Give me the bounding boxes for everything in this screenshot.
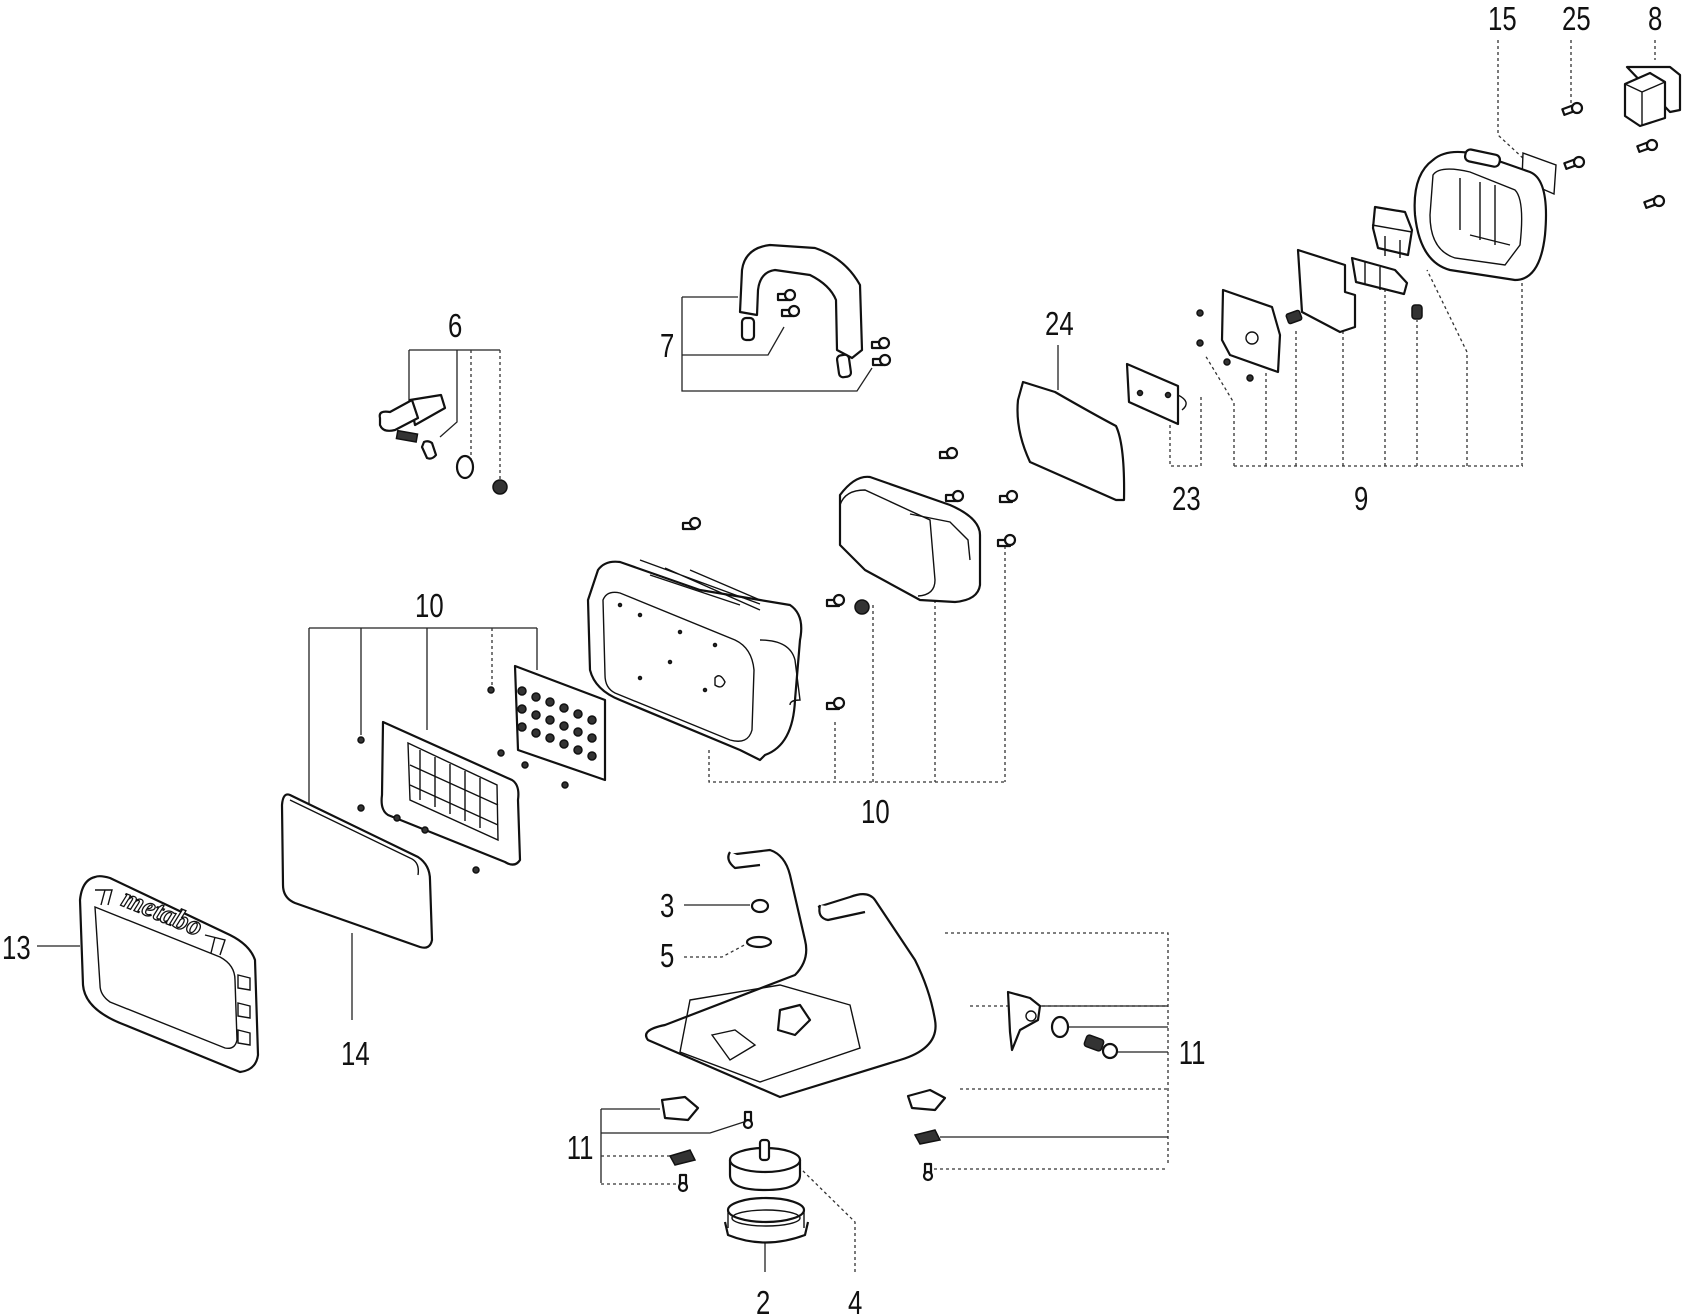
nut-icon: [854, 599, 870, 615]
label-14: 14: [341, 1036, 370, 1073]
stand-frame: [644, 848, 937, 1099]
label-25: 25: [1562, 1, 1591, 38]
screw-icon: [870, 336, 891, 350]
screw-icon-left-bottom: [677, 1173, 689, 1193]
leader-10-bottom: [708, 540, 1006, 783]
screw-icon: [871, 353, 892, 367]
screws-small: [1196, 309, 1254, 382]
contact-plate: [1220, 288, 1282, 374]
label-4: 4: [848, 1285, 862, 1316]
screw-icon: [1636, 138, 1659, 153]
bolt-11: [1083, 1034, 1119, 1060]
screw-icon: [996, 533, 1017, 548]
nut-3: [750, 898, 770, 914]
led-array: [517, 686, 597, 761]
label-5: 5: [660, 938, 674, 975]
label-9: 9: [1354, 481, 1368, 518]
screw-icon: [1561, 101, 1584, 116]
leader-6-dot: [470, 350, 501, 480]
foot-pad-left: [660, 1095, 700, 1122]
label-6: 6: [448, 308, 462, 345]
label-10-bottom: 10: [861, 794, 890, 831]
lens-cover: [280, 793, 434, 949]
screws-top-right: [1561, 101, 1666, 209]
leader-6: [408, 349, 500, 438]
led-board: [513, 664, 607, 782]
label-8: 8: [1648, 1, 1662, 38]
leader-11-left-dot: [601, 1155, 680, 1185]
switch: [1350, 256, 1409, 296]
switch-bracket: [1371, 205, 1414, 258]
label-23: 23: [1172, 481, 1201, 518]
leader-4: [799, 1167, 856, 1272]
label-11-left: 11: [567, 1130, 594, 1167]
washer-6: [455, 454, 475, 480]
screw-icon: [998, 489, 1019, 504]
front-bezel: metabo: [78, 875, 260, 1074]
label-15: 15: [1488, 1, 1517, 38]
label-11-right: 11: [1179, 1035, 1206, 1072]
screw-icon: [938, 446, 959, 460]
leader-23: [1169, 394, 1202, 467]
base-ring: [723, 1196, 810, 1244]
leader-11-right: [940, 1005, 1168, 1138]
screw-icon: [825, 696, 846, 711]
washer-5: [745, 935, 773, 949]
foot-pad-right: [906, 1088, 947, 1112]
leader-11-right-dot: [928, 932, 1169, 1170]
screw-icon: [780, 304, 801, 318]
label-7: 7: [660, 328, 674, 365]
label-10-top: 10: [415, 588, 444, 625]
base-plate: [728, 1138, 802, 1192]
washer-11: [1050, 1015, 1070, 1039]
leader-10-top: [308, 627, 538, 840]
label-24: 24: [1045, 306, 1074, 343]
screw-icon-left-top: [742, 1110, 754, 1130]
battery-contact-cap: [1623, 65, 1682, 128]
nut-6: [492, 479, 508, 495]
screw-icon: [825, 593, 846, 608]
screw-icon: [1563, 155, 1586, 170]
clamp-lever: [378, 393, 447, 460]
spring-small: [1285, 309, 1303, 325]
leader-15: [1497, 40, 1526, 161]
carry-handle: [738, 243, 892, 379]
gasket-plate: [1296, 248, 1357, 334]
circuit-board: [1125, 362, 1187, 426]
reflector: [380, 720, 522, 866]
gasket-oval: [1016, 380, 1126, 502]
screw-icon-right: [922, 1162, 934, 1182]
screw-icon: [944, 489, 965, 503]
leader-5: [684, 941, 751, 958]
spring: [1411, 304, 1423, 320]
clip-left: [668, 1149, 697, 1166]
screws-reflector: [357, 686, 569, 874]
screw-icon: [776, 288, 797, 302]
leader-lines: [37, 40, 1656, 1272]
lamp-housing: [586, 559, 803, 762]
stand-bracket: [1006, 990, 1042, 1052]
screws-rear-housing: [681, 446, 1019, 711]
screw-icon: [1643, 194, 1666, 209]
leader-7: [681, 296, 873, 392]
leader-9: [1204, 269, 1523, 467]
battery-housing: [1413, 148, 1548, 282]
screw-icon: [681, 516, 702, 531]
rear-housing: [838, 475, 982, 604]
leader-11-left: [600, 1108, 751, 1183]
label-13: 13: [2, 930, 31, 967]
label-3: 3: [660, 888, 674, 925]
clip-right: [913, 1129, 942, 1145]
label-2: 2: [756, 1285, 770, 1316]
